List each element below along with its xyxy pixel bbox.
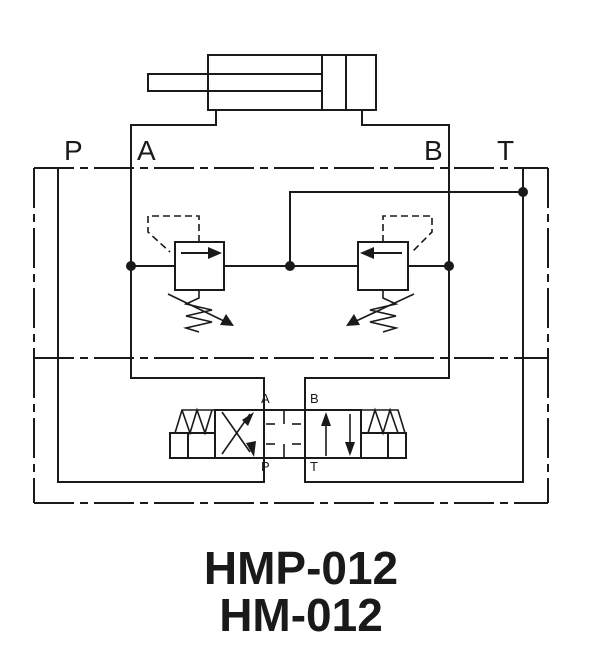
port-label-b: B xyxy=(424,135,443,166)
valve-port-label-b: B xyxy=(310,391,319,406)
flow-lines xyxy=(57,168,524,483)
cylinder xyxy=(130,54,450,168)
directional-valve xyxy=(169,407,407,459)
port-label-a: A xyxy=(137,135,156,166)
relief-valve-right xyxy=(346,215,433,333)
model-number-1: HMP-012 xyxy=(203,542,399,594)
model-number-2: HM-012 xyxy=(219,589,383,641)
junction-dots xyxy=(126,187,528,271)
port-label-t: T xyxy=(497,135,514,166)
valve-port-label-t: T xyxy=(310,459,318,474)
manifold-outline xyxy=(33,167,549,504)
relief-valve-left xyxy=(147,215,234,333)
port-label-p: P xyxy=(64,135,83,166)
valve-port-label-p: P xyxy=(261,459,270,474)
valve-port-label-a: A xyxy=(261,391,270,406)
